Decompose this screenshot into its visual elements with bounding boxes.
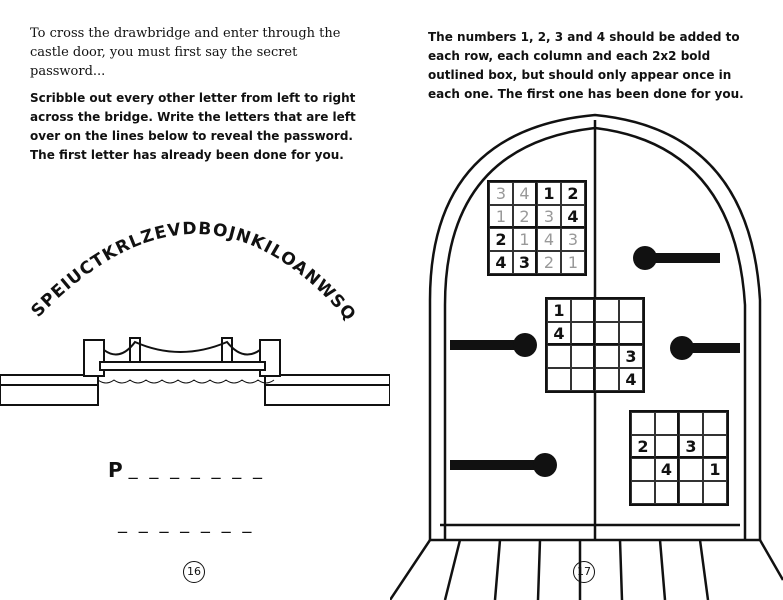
- grid-cell: 3: [561, 228, 585, 251]
- grid-cell[interactable]: [703, 435, 727, 458]
- grid-cell[interactable]: [571, 322, 595, 345]
- grid-cell[interactable]: [631, 458, 655, 481]
- grid-cell: 2: [513, 205, 537, 228]
- bridge-letters: SPEIUCTKRLZEVDBOJNKILOANWSQ: [27, 219, 360, 326]
- grid-cell[interactable]: [679, 458, 703, 481]
- page-number-right: 17: [573, 561, 595, 583]
- grid-cell: 4: [561, 205, 585, 228]
- grid-cell[interactable]: [571, 345, 595, 368]
- bridge-illustration: SPEIUCTKRLZEVDBOJNKILOANWSQ: [0, 219, 390, 406]
- grid-cell: 1: [537, 182, 561, 205]
- grid-cell[interactable]: 4: [619, 368, 643, 391]
- left-text-block: To cross the drawbridge and enter throug…: [30, 24, 370, 165]
- intro-text: To cross the drawbridge and enter throug…: [30, 26, 341, 79]
- grid-cell: 3: [489, 182, 513, 205]
- grid-cell[interactable]: [595, 368, 619, 391]
- grid-cell[interactable]: 2: [631, 435, 655, 458]
- grid-cell[interactable]: 1: [703, 458, 727, 481]
- answer-line-2[interactable]: _ _ _ _ _ _ _: [118, 513, 255, 534]
- grid-cell[interactable]: [619, 322, 643, 345]
- answer-first-letter: P: [108, 458, 123, 482]
- instructions-text: Scribble out every other letter from lef…: [30, 91, 356, 162]
- grid-cell[interactable]: [655, 481, 679, 504]
- grid-cell[interactable]: [655, 412, 679, 435]
- page-number-left: 16: [183, 561, 205, 583]
- grid-cell[interactable]: [547, 345, 571, 368]
- grid-cell[interactable]: [571, 299, 595, 322]
- grid-cell[interactable]: [703, 481, 727, 504]
- grid-cell[interactable]: [547, 368, 571, 391]
- grid-cell[interactable]: [679, 481, 703, 504]
- grid-cell[interactable]: [679, 412, 703, 435]
- bridge-letters-path: SPEIUCTKRLZEVDBOJNKILOANWSQ: [27, 219, 358, 326]
- grid-cell[interactable]: [631, 412, 655, 435]
- grid-cell[interactable]: [595, 345, 619, 368]
- grid-cell: 2: [489, 228, 513, 251]
- grid-cell: 3: [537, 205, 561, 228]
- grid-cell[interactable]: [631, 481, 655, 504]
- grid-cell: 1: [561, 251, 585, 274]
- grid-cell: 4: [489, 251, 513, 274]
- grid-cell[interactable]: [655, 435, 679, 458]
- grid-cell: 2: [561, 182, 585, 205]
- right-instructions-text: The numbers 1, 2, 3 and 4 should be adde…: [428, 30, 744, 101]
- grid-cell[interactable]: [571, 368, 595, 391]
- grid-cell[interactable]: [619, 299, 643, 322]
- grid-cell: 2: [537, 251, 561, 274]
- answer-row-1: P _ _ _ _ _ _ _: [108, 458, 265, 482]
- grid-cell[interactable]: 4: [655, 458, 679, 481]
- grid-cell: 1: [489, 205, 513, 228]
- answer-row-2: _ _ _ _ _ _ _: [118, 512, 254, 536]
- answer-line-1[interactable]: _ _ _ _ _ _ _: [128, 459, 266, 480]
- grid-cell: 4: [513, 182, 537, 205]
- grid-cell: 1: [513, 228, 537, 251]
- grid-cell[interactable]: [595, 299, 619, 322]
- grid-cell: 4: [537, 228, 561, 251]
- grid-cell: 3: [513, 251, 537, 274]
- grid-cell[interactable]: [703, 412, 727, 435]
- grid-cell[interactable]: [595, 322, 619, 345]
- grid-cell[interactable]: 3: [679, 435, 703, 458]
- grid-cell[interactable]: 4: [547, 322, 571, 345]
- grid-cell[interactable]: 1: [547, 299, 571, 322]
- grid-cell[interactable]: 3: [619, 345, 643, 368]
